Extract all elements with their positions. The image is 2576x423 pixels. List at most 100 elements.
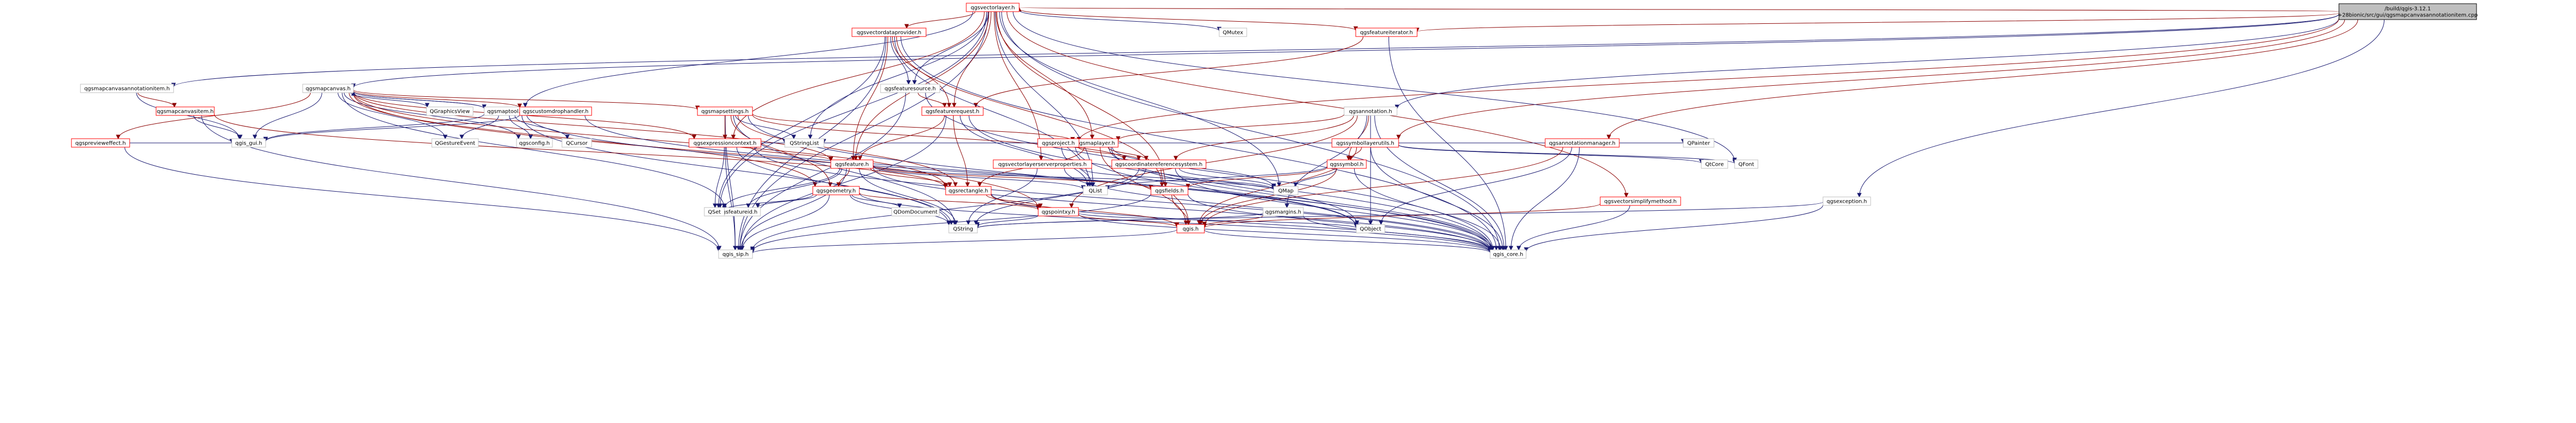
node-box bbox=[1734, 159, 1758, 169]
edge-root-to-qgsfeatureiterator_h bbox=[1414, 13, 2339, 32]
node-qgsmapcanvas-h[interactable]: qgsmapcanvas.h bbox=[302, 84, 354, 93]
edge-qgssymbollayerutils_h-to-QFont bbox=[1398, 145, 1737, 164]
node-QPainter[interactable]: QPainter bbox=[1683, 138, 1715, 148]
node-QDomDocument[interactable]: QDomDocument bbox=[891, 207, 940, 217]
edge-qgsfeaturesource_h-to-qgis_core_h bbox=[925, 92, 1495, 251]
node-qgis-core-h[interactable]: qgis_core.h bbox=[1490, 249, 1527, 259]
node-qgsmapcanvasannotationitem-h[interactable]: qgsmapcanvasannotationitem.h bbox=[80, 84, 174, 93]
edge-qgsvectorsimplifymethod_h-to-qgis_h bbox=[1202, 203, 1601, 229]
edge-qgsmaptool_h-to-qgsconfig_h bbox=[509, 115, 533, 140]
node-box bbox=[1822, 196, 1871, 206]
node-label: QtCore bbox=[1706, 162, 1724, 168]
node-box bbox=[784, 138, 824, 148]
edge-root-to-qgsexception_h bbox=[1857, 19, 2385, 198]
node-qgscoordinatereferencesystem-h[interactable]: qgscoordinatereferencesystem.h bbox=[1111, 159, 1207, 169]
node-QStringList[interactable]: QStringList bbox=[784, 138, 824, 148]
edge-qgsgeometry_h-to-qgis_sip_h bbox=[740, 194, 830, 251]
node-label: QList bbox=[1089, 188, 1102, 194]
node-label: qgsmapcanvas.h bbox=[306, 86, 351, 92]
node-label: qgsmaplayer.h bbox=[1076, 141, 1115, 147]
node-QCursor[interactable]: QCursor bbox=[561, 138, 592, 148]
node-QSet[interactable]: QSet bbox=[704, 207, 725, 217]
edge-qgsfeature_h-to-qgsfeatureid_h bbox=[746, 168, 842, 209]
node-qgsmargins-h[interactable]: qgsmargins.h bbox=[1263, 207, 1304, 217]
node-qgsrectangle-h[interactable]: qgsrectangle.h bbox=[945, 186, 992, 195]
node-qgspreviewеffect-h[interactable]: qgspreviewеffect.h bbox=[71, 138, 130, 148]
node-box bbox=[1083, 186, 1108, 195]
node-qgsmapcanvasitem-h[interactable]: qgsmapcanvasitem.h bbox=[156, 106, 215, 116]
node-QMap[interactable]: QMap bbox=[1273, 186, 1299, 195]
node-box bbox=[891, 207, 940, 217]
node-qgsvectorlayerserverproperties-h[interactable]: qgsvectorlayerserverproperties.h bbox=[993, 159, 1092, 169]
edge-qgspreviewеffect_h-to-qgis_gui_h bbox=[130, 139, 234, 144]
graph-nodes: /build/qgis-3.12.1+28bionic/src/gui/qgsm… bbox=[71, 3, 2478, 259]
edge-qgsfeaturerequest_h-to-qgsfeature_h bbox=[857, 115, 945, 161]
node-QMutex[interactable]: QMutex bbox=[1219, 28, 1247, 37]
node-QtCore[interactable]: QtCore bbox=[1701, 159, 1728, 169]
node-label: qgscustomdrophandler.h bbox=[523, 109, 588, 115]
node-label: qgis_core.h bbox=[1493, 252, 1523, 258]
node-QGestureEvent[interactable]: QGestureEvent bbox=[431, 138, 479, 148]
node-label: qgsfeaturerequest.h bbox=[926, 109, 979, 115]
node-label: QPainter bbox=[1688, 141, 1711, 147]
node-label: qgsvectorlayerserverproperties.h bbox=[999, 162, 1087, 168]
edge-qgsannotationmanager_h-to-qgis_core_h bbox=[1509, 147, 1580, 251]
node-qgsannotationmanager-h[interactable]: qgsannotationmanager.h bbox=[1545, 138, 1620, 148]
node-box bbox=[830, 159, 874, 169]
node-qgsgeometry-h[interactable]: qgsgeometry.h bbox=[812, 186, 860, 195]
edge-qgssymbol_h-to-qgis_h bbox=[1199, 168, 1337, 226]
edge-qgsvectorlayer_h-to-qgsfeaturesource_h bbox=[912, 11, 989, 85]
node-label: qgsmargins.h bbox=[1265, 210, 1301, 215]
edge-root-to-qgsannotationmanager_h bbox=[1607, 19, 2359, 140]
edge-qgsvectordataprovider_h-to-qgsfeature_h bbox=[850, 36, 888, 161]
node-box bbox=[426, 106, 474, 116]
node-label: QString bbox=[953, 227, 973, 232]
node-qgscustomdrophandler-h[interactable]: qgscustomdrophandler.h bbox=[519, 106, 592, 116]
edge-qgsmaptool_h-to-QCursor bbox=[514, 115, 570, 140]
node-qgspointxy-h[interactable]: qgspointxy.h bbox=[1038, 207, 1079, 217]
node-qgsvectordataprovider-h[interactable]: qgsvectordataprovider.h bbox=[851, 28, 927, 37]
node-label: qgscoordinatereferencesystem.h bbox=[1115, 162, 1203, 168]
node-qgsmapsettings-h[interactable]: qgsmapsettings.h bbox=[697, 106, 753, 116]
node-QGraphicsView[interactable]: QGraphicsView bbox=[426, 106, 474, 116]
node-qgsproject-h[interactable]: qgsproject.h bbox=[1037, 138, 1080, 148]
node-QString[interactable]: QString bbox=[948, 224, 978, 233]
node-qgis-sip-h[interactable]: qgis_sip.h bbox=[718, 249, 753, 259]
node-label: qgsrectangle.h bbox=[949, 188, 988, 194]
node-qgsvectorlayer-h[interactable]: qgsvectorlayer.h bbox=[966, 3, 1020, 12]
node-qgsfields-h[interactable]: qgsfields.h bbox=[1150, 186, 1189, 195]
node-label: qgsannotationmanager.h bbox=[1549, 141, 1616, 147]
node-qgsfeaturerequest-h[interactable]: qgsfeaturerequest.h bbox=[921, 106, 984, 116]
node-qgsvectorsimplifymethod-h[interactable]: qgsvectorsimplifymethod.h bbox=[1600, 196, 1681, 206]
node-QFont[interactable]: QFont bbox=[1734, 159, 1758, 169]
node-qgis-gui-h[interactable]: qgis_gui.h bbox=[231, 138, 266, 148]
node-qgsexception-h[interactable]: qgsexception.h bbox=[1822, 196, 1871, 206]
node-qgsfeaturesource-h[interactable]: qgsfeaturesource.h bbox=[880, 84, 940, 93]
node-qgsexpressioncontext-h[interactable]: qgsexpressioncontext.h bbox=[688, 138, 761, 148]
node-label: qgsvectordataprovider.h bbox=[857, 30, 921, 36]
node-qgssymbol-h[interactable]: qgssymbol.h bbox=[1327, 159, 1367, 169]
node-qgis-h[interactable]: qgis.h bbox=[1176, 224, 1205, 233]
edge-qgsrectangle_h-to-qgis_core_h bbox=[991, 193, 1493, 253]
edge-qgsvectorlayer_h-to-qgsvectorlayerserverproperties_h bbox=[994, 11, 1044, 161]
edge-qgsmapsettings_h-to-qgsrectangle_h bbox=[738, 115, 958, 187]
node-qgsfeature-h[interactable]: qgsfeature.h bbox=[830, 159, 874, 169]
node-box bbox=[1490, 249, 1527, 259]
edge-qgssymbol_h-to-qgis_core_h bbox=[1354, 168, 1503, 251]
node-label: qgsmapsettings.h bbox=[701, 109, 749, 115]
node-qgsannotation-h[interactable]: qgsannotation.h bbox=[1344, 106, 1398, 116]
node-label: qgsfields.h bbox=[1155, 188, 1184, 194]
node-root: /build/qgis-3.12.1+28bionic/src/gui/qgsm… bbox=[2338, 3, 2478, 20]
node-qgssymbollayerutils-h[interactable]: qgssymbollayerutils.h bbox=[1331, 138, 1399, 148]
node-box bbox=[966, 3, 1020, 12]
node-label: qgsannotation.h bbox=[1349, 109, 1392, 115]
edge-qgssymbollayerutils_h-to-QPainter bbox=[1399, 139, 1686, 144]
node-qgsconfig-h[interactable]: qgsconfig.h bbox=[516, 138, 553, 148]
node-qgsfeatureiterator-h[interactable]: qgsfeatureiterator.h bbox=[1355, 28, 1418, 37]
node-QList[interactable]: QList bbox=[1083, 186, 1108, 195]
edge-qgscoordinatereferencesystem_h-to-qgis_core_h bbox=[1175, 168, 1494, 251]
node-QObject[interactable]: QObject bbox=[1356, 224, 1385, 233]
node-qgsmaplayer-h[interactable]: qgsmaplayer.h bbox=[1072, 138, 1119, 148]
edge-qgsfields_h-to-qgis_h bbox=[1171, 194, 1191, 226]
